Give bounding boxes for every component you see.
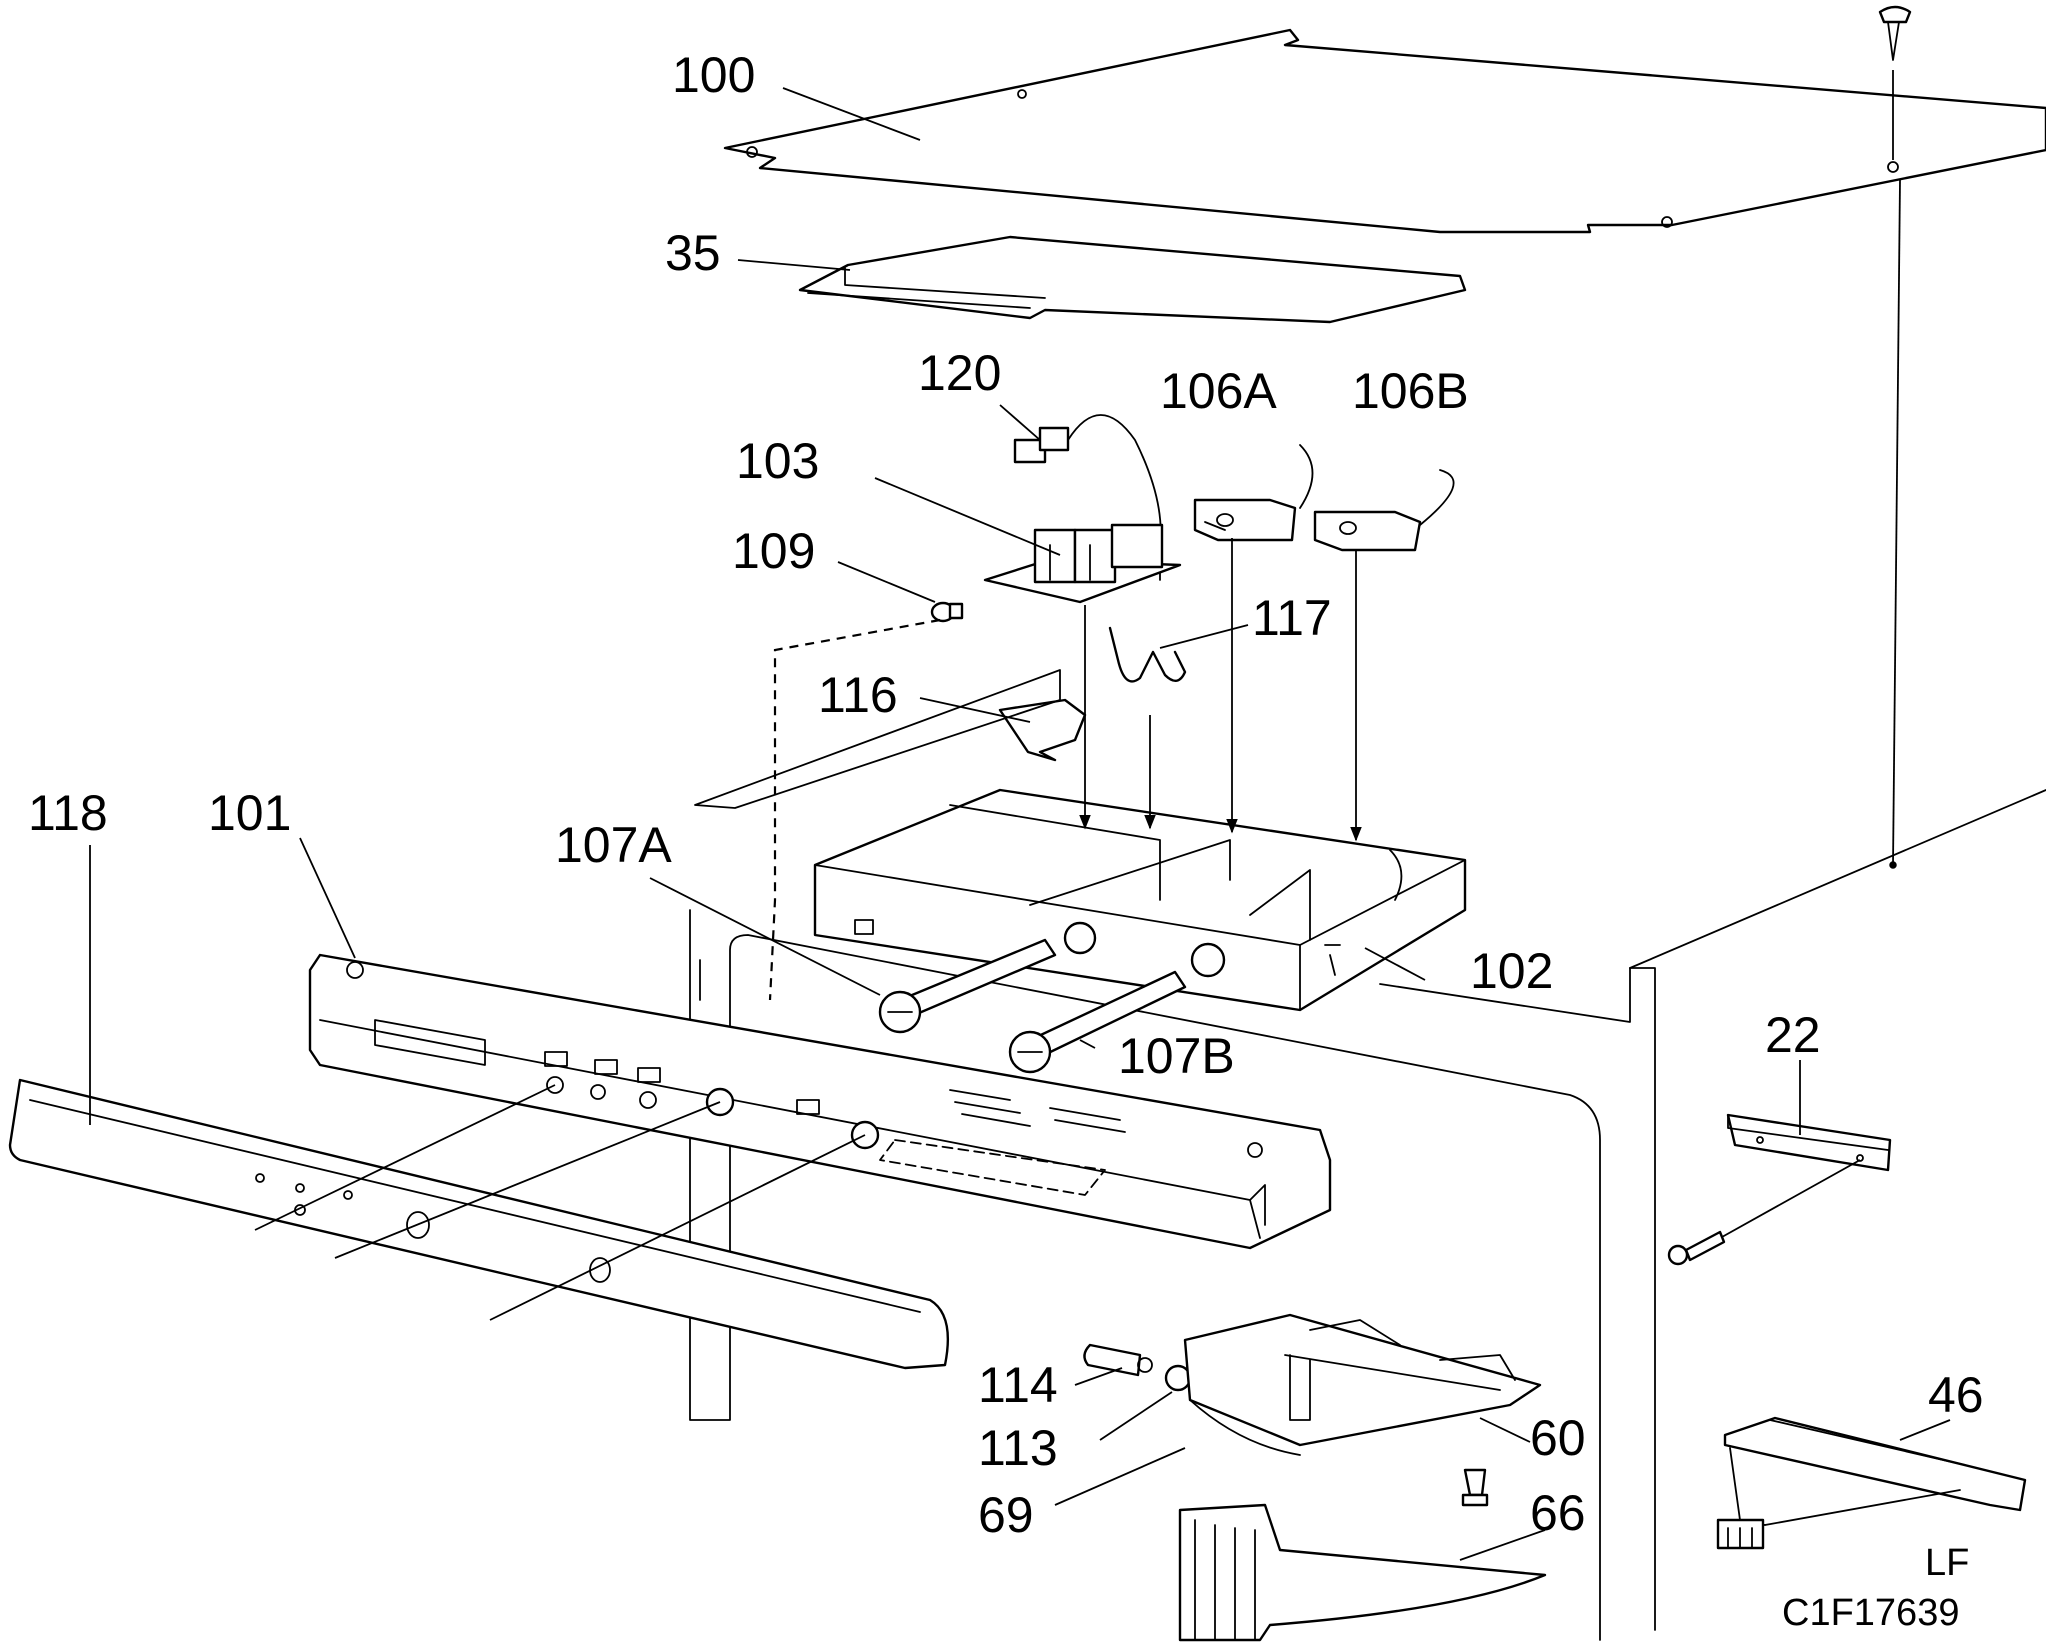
part-60-lamp-housing — [1183, 1313, 1542, 1456]
part-114-bulb — [1083, 1343, 1153, 1377]
part-107B-shaft — [1008, 970, 1187, 1074]
label-106A: 106A — [1160, 363, 1277, 419]
label-22: 22 — [1765, 1007, 1821, 1063]
callout-labels: 100 35 120 106A 106B 103 109 117 116 118… — [28, 47, 1984, 1543]
part-118-trim-strip — [8, 1078, 949, 1370]
part-100-top-cover — [723, 28, 2046, 234]
label-102: 102 — [1470, 943, 1553, 999]
label-117: 117 — [1252, 590, 1332, 646]
label-109: 109 — [732, 523, 815, 579]
drawing-reference: LF C1F17639 — [1782, 1542, 1969, 1634]
part-101-control-panel — [308, 953, 1332, 1250]
label-66: 66 — [1530, 1485, 1586, 1541]
part-106A-switch — [1193, 444, 1314, 542]
label-120: 120 — [918, 345, 1001, 401]
label-113: 113 — [978, 1420, 1058, 1476]
part-107A-shaft — [878, 938, 1057, 1034]
label-60: 60 — [1530, 1410, 1586, 1466]
alignment-lines — [254, 1084, 866, 1321]
part-46-holder — [1716, 1416, 2027, 1550]
part-35-board-tray — [798, 235, 1467, 324]
label-114: 114 — [978, 1357, 1058, 1413]
reference-code: LF — [1925, 1542, 1969, 1584]
part-22-screw — [1667, 1159, 1861, 1266]
assembly-arrows — [1079, 538, 1362, 842]
part-66-lens-cover — [1178, 1503, 1547, 1642]
part-116-latch — [998, 698, 1087, 762]
part-22-bracket — [1726, 1113, 1892, 1172]
label-118: 118 — [28, 785, 108, 841]
label-103: 103 — [736, 433, 819, 489]
label-69: 69 — [978, 1487, 1034, 1543]
part-60-screw — [1461, 1468, 1489, 1507]
label-35: 35 — [665, 225, 721, 281]
label-46: 46 — [1928, 1367, 1984, 1423]
cabinet-outline — [689, 789, 2046, 1641]
drawing-number: C1F17639 — [1782, 1592, 1959, 1634]
top-screw — [1878, 5, 1912, 869]
label-106B: 106B — [1352, 363, 1469, 419]
part-106B-switch — [1313, 469, 1455, 552]
part-109-plug — [930, 601, 964, 623]
part-102-housing — [694, 669, 1467, 1012]
label-100: 100 — [672, 47, 755, 103]
part-117-spring-clip — [1108, 626, 1187, 683]
label-101: 101 — [208, 785, 291, 841]
label-107A: 107A — [555, 817, 672, 873]
leader-lines — [89, 87, 1951, 1561]
label-107B: 107B — [1118, 1028, 1235, 1084]
label-116: 116 — [818, 667, 898, 723]
part-120-connector — [1013, 414, 1162, 581]
part-103-terminal-block — [983, 523, 1182, 604]
